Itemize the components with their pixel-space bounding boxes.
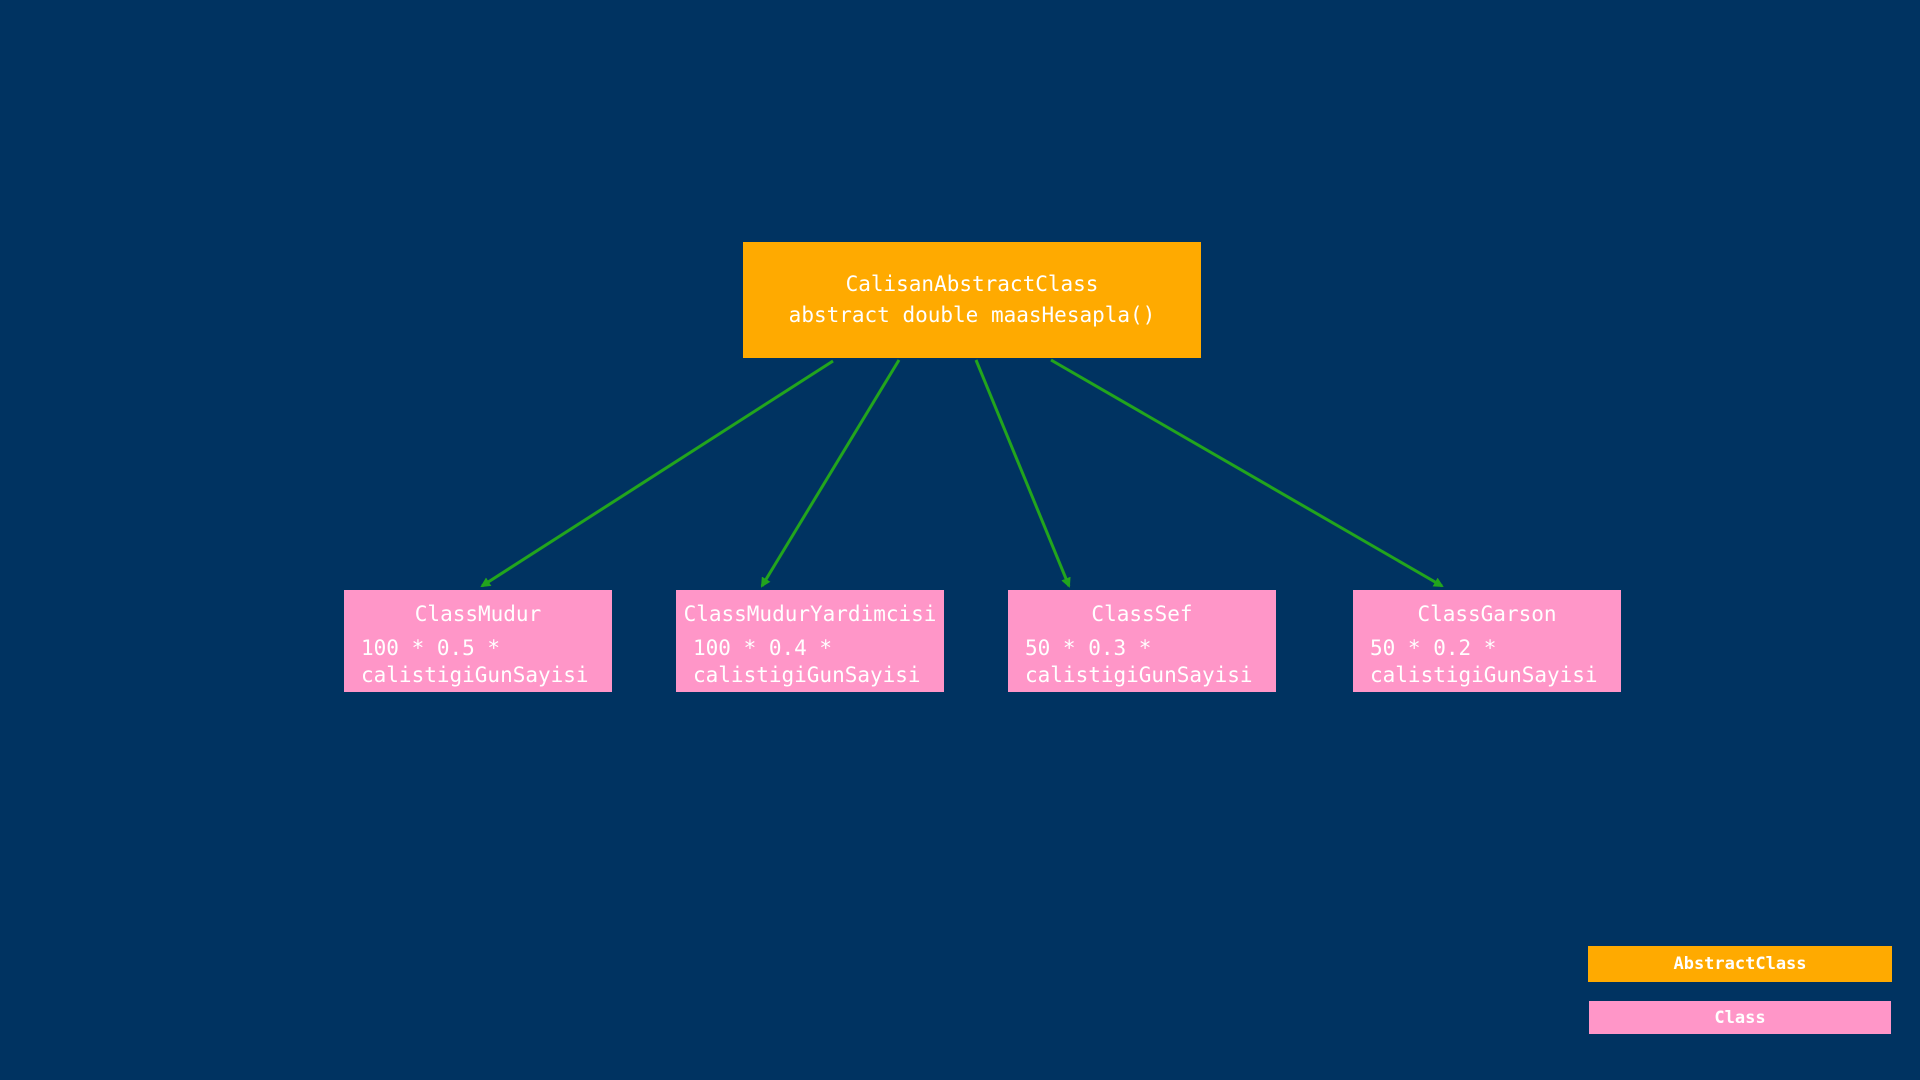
class-formula: 50 * 0.3 * calistigiGunSayisi (1025, 636, 1253, 687)
legend-abstract-class-label: AbstractClass (1673, 954, 1807, 974)
class-name: ClassMudurYardimcisi (683, 602, 937, 626)
class-formula: 50 * 0.2 * calistigiGunSayisi (1370, 636, 1598, 687)
legend-class-label: Class (1714, 1007, 1766, 1028)
class-node-sef: ClassSef 50 * 0.3 * calistigiGunSayisi (1008, 590, 1276, 692)
abstract-class-method: abstract double maasHesapla() (788, 303, 1156, 327)
arrow-to-class-sef (974, 359, 1071, 588)
class-node-mudur: ClassMudur 100 * 0.5 * calistigiGunSayis… (344, 590, 612, 692)
abstract-class-node: CalisanAbstractClass abstract double maa… (743, 242, 1201, 358)
class-formula: 100 * 0.4 * calistigiGunSayisi (693, 636, 921, 687)
arrow-to-class-garson (1050, 358, 1444, 588)
class-formula: 100 * 0.5 * calistigiGunSayisi (361, 636, 589, 687)
arrow-to-class-mudur (480, 359, 834, 588)
legend-class: Class (1589, 1001, 1891, 1034)
class-name: ClassMudur (414, 602, 542, 626)
class-node-garson: ClassGarson 50 * 0.2 * calistigiGunSayis… (1353, 590, 1621, 692)
class-node-mudur-yardimcisi: ClassMudurYardimcisi 100 * 0.4 * calisti… (676, 590, 944, 692)
legend-abstract-class: AbstractClass (1588, 946, 1892, 982)
class-name: ClassGarson (1417, 602, 1557, 626)
arrow-to-class-mudur-yardimcisi (760, 359, 901, 588)
abstract-class-name: CalisanAbstractClass (845, 272, 1099, 296)
class-name: ClassSef (1091, 602, 1193, 626)
